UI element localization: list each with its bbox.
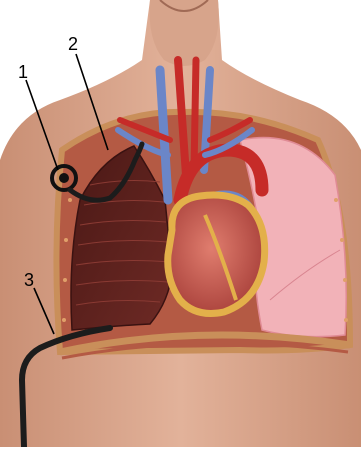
heart xyxy=(168,195,265,313)
label-3: 3 xyxy=(24,270,34,290)
label-1: 1 xyxy=(18,62,28,82)
carotid-artery-right xyxy=(194,60,196,170)
label-2: 2 xyxy=(68,34,78,54)
